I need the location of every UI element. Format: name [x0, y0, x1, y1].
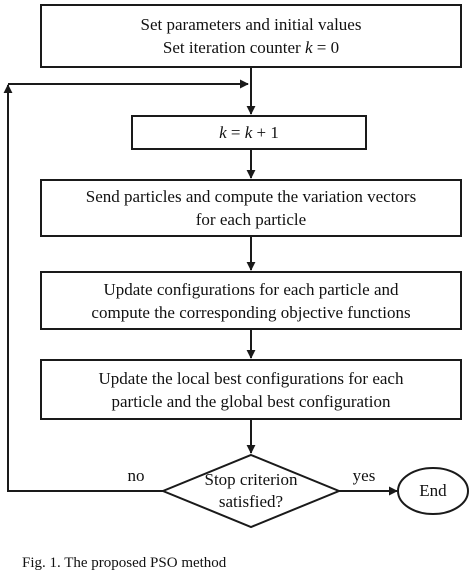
- update-config-line-1: Update configurations for each particle …: [103, 279, 399, 299]
- increment-plus-one: + 1: [252, 123, 279, 142]
- init-line-2-suffix: = 0: [312, 38, 340, 57]
- init-line-2: Set iteration counter k = 0: [141, 36, 362, 59]
- box-increment-counter: k = k + 1: [131, 115, 367, 150]
- decision-diamond: [160, 453, 342, 529]
- no-branch-label: no: [127, 466, 145, 485]
- update-best-line-2: particle and the global best configurati…: [111, 391, 391, 411]
- loop-back-no-branch: [3, 84, 163, 492]
- update-best-line-1: Update the local best configurations for…: [98, 368, 404, 388]
- decision-line-2: satisfied?: [218, 492, 284, 511]
- increment-expression: k = k + 1: [219, 121, 279, 144]
- decision-line-1: Stop criterion: [204, 470, 298, 489]
- end-label: End: [419, 481, 447, 500]
- box-send-particles: Send particles and compute the variation…: [40, 179, 462, 237]
- decision-text: Stop criterion satisfied?: [176, 469, 326, 513]
- increment-var-left: k: [219, 123, 227, 142]
- increment-equals: =: [226, 123, 245, 142]
- init-counter-variable: k: [304, 38, 313, 57]
- box-initialize: Set parameters and initial values Set it…: [40, 4, 462, 68]
- init-line-2-prefix: Set iteration counter: [162, 38, 305, 57]
- update-config-line-2: compute the corresponding objective func…: [91, 302, 411, 322]
- init-line-1: Set parameters and initial values: [140, 15, 362, 34]
- end-terminal: [397, 467, 469, 515]
- figure-caption: Fig. 1. The proposed PSO method: [22, 555, 227, 571]
- yes-branch-label: yes: [352, 466, 376, 485]
- send-line-2: for each particle: [195, 210, 307, 229]
- box-update-best: Update the local best configurations for…: [40, 359, 462, 420]
- box-update-configurations: Update configurations for each particle …: [40, 271, 462, 330]
- increment-var-right: k: [244, 123, 253, 142]
- send-line-1: Send particles and compute the variation…: [85, 187, 417, 206]
